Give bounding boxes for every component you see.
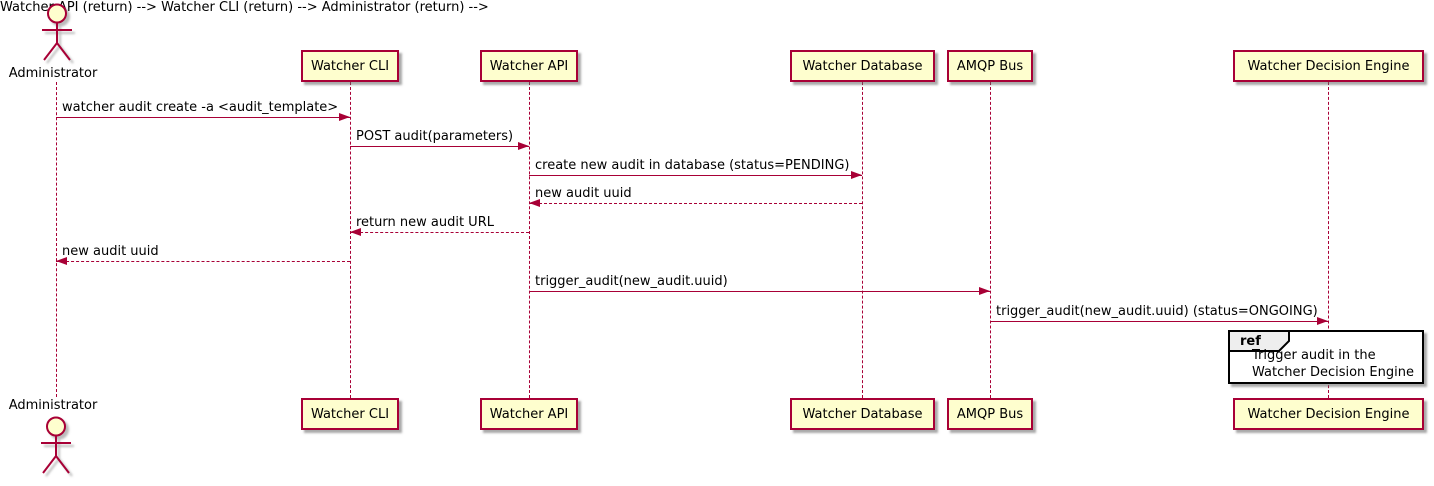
arrowhead-right-icon [979, 286, 990, 295]
message-line [56, 261, 350, 262]
participant-watcher-api-bottom: Watcher API [480, 398, 578, 430]
arrowhead-right-icon [1317, 316, 1328, 325]
participant-watcher-api-top: Watcher API [480, 50, 578, 82]
message-line [990, 321, 1328, 322]
lifeline-administrator [56, 82, 57, 397]
participant-amqp-bus-top: AMQP Bus [947, 50, 1033, 82]
arrowhead-left-icon [56, 256, 67, 265]
lifeline-watcher-cli [350, 82, 351, 398]
message-label: new audit uuid [62, 244, 159, 259]
message-label: return new audit URL [356, 215, 494, 230]
arrowhead-left-icon [350, 227, 361, 236]
participant-watcher-database-bottom: Watcher Database [790, 398, 935, 430]
message-label: trigger_audit(new_audit.uuid) (status=ON… [996, 304, 1318, 319]
ref-keyword: ref [1240, 334, 1261, 349]
arrowhead-right-icon [851, 170, 862, 179]
message-label: new audit uuid [535, 186, 632, 201]
lifeline-watcher-api [529, 82, 530, 398]
participant-watcher-decision-engine-top: Watcher Decision Engine [1233, 50, 1424, 82]
ref-text-line2: Watcher Decision Engine [1252, 365, 1414, 380]
arrowhead-left-icon [529, 198, 540, 207]
administrator-label-bottom: Administrator [8, 398, 98, 413]
message-line [529, 203, 862, 204]
administrator-actor-icon [42, 3, 72, 61]
message-line [56, 117, 350, 118]
message-line [529, 291, 990, 292]
message-label: create new audit in database (status=PEN… [535, 158, 850, 173]
ref-text-line1: Trigger audit in the [1252, 348, 1376, 363]
message-label: POST audit(parameters) [356, 129, 514, 144]
ref-frame: ref Trigger audit in the Watcher Decisio… [1228, 330, 1424, 384]
participant-watcher-cli-bottom: Watcher CLI [301, 398, 399, 430]
message-label: trigger_audit(new_audit.uuid) [535, 274, 728, 289]
ref-tab-icon [1228, 330, 1290, 352]
participant-amqp-bus-bottom: AMQP Bus [947, 398, 1033, 430]
message-line [529, 175, 862, 176]
participant-watcher-cli-top: Watcher CLI [301, 50, 399, 82]
arrowhead-right-icon [339, 112, 350, 121]
message-line [350, 232, 529, 233]
message-line [350, 146, 529, 147]
arrowhead-right-icon [518, 141, 529, 150]
lifeline-watcher-decision-engine [1328, 82, 1329, 398]
lifeline-amqp-bus [990, 82, 991, 398]
lifeline-watcher-database [862, 82, 863, 398]
message-label: watcher audit create -a <audit_template> [62, 100, 339, 115]
administrator-label-top: Administrator [8, 66, 98, 81]
participant-watcher-database-top: Watcher Database [790, 50, 935, 82]
administrator-actor-icon [41, 416, 71, 474]
participant-watcher-decision-engine-bottom: Watcher Decision Engine [1233, 398, 1424, 430]
